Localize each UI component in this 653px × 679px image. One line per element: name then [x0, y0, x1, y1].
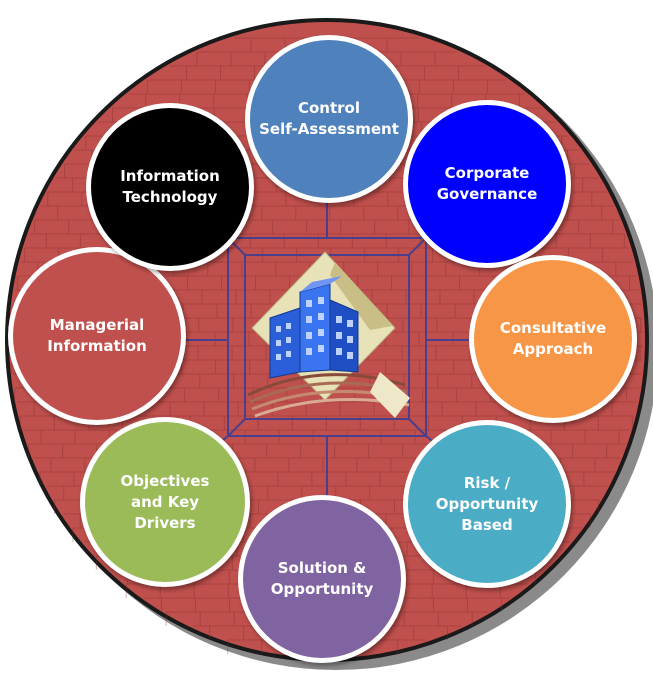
- frame-corner-line: [227, 418, 246, 437]
- node-label: Corporate Governance: [436, 164, 538, 203]
- node-corporate-governance: Corporate Governance: [403, 100, 571, 268]
- logo-diamond-shade: [330, 262, 392, 330]
- node-solution-opportunity: Solution & Opportunity: [238, 495, 406, 663]
- node-label: Solution & Opportunity: [270, 559, 374, 598]
- logo-scroll: [370, 372, 410, 418]
- node-label: Control Self-Assessment: [259, 99, 399, 138]
- node-label: Managerial Information: [47, 316, 147, 355]
- logo-building-left: [269, 307, 301, 379]
- node-risk-opportunity-based: Risk / Opportunity Based: [403, 420, 571, 588]
- node-consultative-approach: Consultative Approach: [469, 255, 637, 423]
- node-information-technology: Information Technology: [86, 103, 254, 271]
- frame-corner-line: [408, 418, 427, 437]
- logo-building-roof: [300, 276, 342, 292]
- node-label: Risk / Opportunity Based: [435, 473, 539, 534]
- node-objectives-key-drivers: Objectives and Key Drivers: [80, 417, 250, 587]
- node-managerial-information: Managerial Information: [8, 247, 186, 425]
- building-logo-icon: [247, 251, 410, 418]
- frame-corner-line: [408, 237, 427, 256]
- node-control-self-assessment: Control Self-Assessment: [245, 35, 413, 203]
- node-label: Information Technology: [120, 167, 220, 206]
- logo-building-right: [329, 299, 359, 373]
- node-label: Consultative Approach: [499, 319, 607, 358]
- logo-building-center: [299, 283, 331, 373]
- logo-windows: [276, 297, 353, 360]
- node-label: Objectives and Key Drivers: [120, 471, 210, 532]
